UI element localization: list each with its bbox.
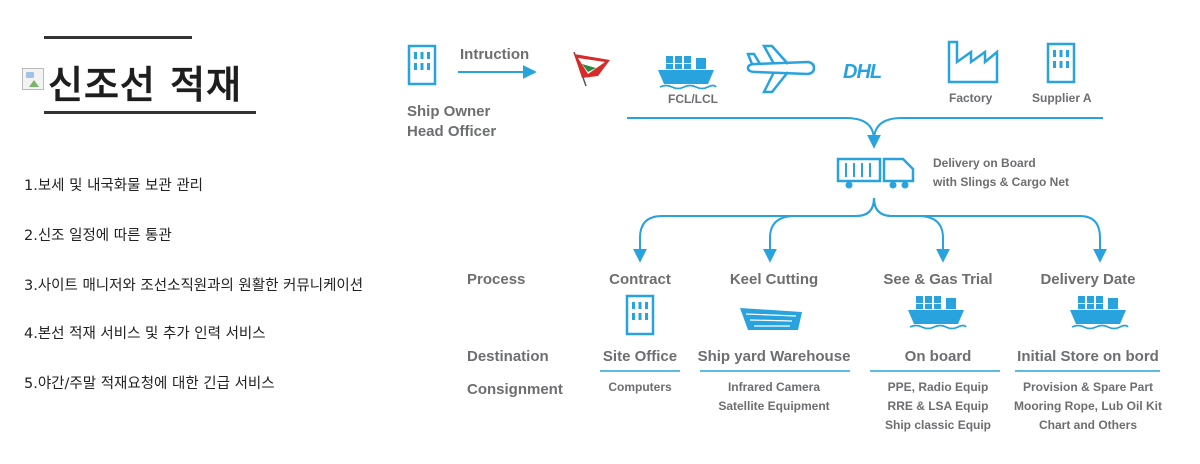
flag-icon <box>573 51 610 87</box>
destination-row-label: Destination <box>467 348 549 365</box>
head-officer-label: Head Officer <box>407 123 496 140</box>
delivery-ship-icon <box>1069 295 1129 330</box>
title-rule-top <box>44 36 192 39</box>
stage-1-consignment-1: Computers <box>608 380 672 394</box>
cargo-ship-icon <box>907 295 967 330</box>
diverge-arrows <box>633 197 1107 263</box>
airplane-icon <box>746 44 816 94</box>
supplier-building-icon <box>1046 42 1076 84</box>
factory-icon <box>947 40 999 84</box>
stage-2-consignment-2: Satellite Equipment <box>718 399 829 413</box>
stage-4-consignment-3: Chart and Others <box>1039 418 1137 432</box>
service-item-1: 1.보세 및 내국화물 보관 관리 <box>24 178 204 194</box>
stage-4-consignment-2: Mooring Rope, Lub Oil Kit <box>1014 399 1162 413</box>
stage-4-process: Delivery Date <box>1040 271 1135 288</box>
converge-brace <box>627 117 1103 141</box>
service-item-2: 2.신조 일정에 따른 통관 <box>24 228 172 244</box>
ship-owner-label: Ship Owner <box>407 103 491 120</box>
page-header: 신조선 적재 <box>20 36 260 116</box>
slings-cargo-net-label: with Slings & Cargo Net <box>932 175 1069 189</box>
stage-4-destination: Initial Store on bord <box>1017 348 1159 365</box>
stage-2-destination: Ship yard Warehouse <box>698 348 851 365</box>
stage-3-consignment-2: RRE & LSA Equip <box>888 399 989 413</box>
broken-image-icon <box>22 68 44 90</box>
process-row-label: Process <box>467 271 525 288</box>
service-item-4: 4.본선 적재 서비스 및 추가 인력 서비스 <box>24 326 266 342</box>
stage-1-destination: Site Office <box>603 348 677 365</box>
service-list: 1.보세 및 내국화물 보관 관리 2.신조 일정에 따른 통관 3.사이트 매… <box>24 176 404 424</box>
fcl-lcl-label: FCL/LCL <box>668 92 718 106</box>
service-item-5: 5.야간/주말 적재요청에 대한 긴급 서비스 <box>24 376 275 392</box>
factory-label: Factory <box>949 91 993 105</box>
supplier-label: Supplier A <box>1032 91 1092 105</box>
stage-2-consignment-1: Infrared Camera <box>728 380 820 394</box>
site-office-building-icon <box>625 294 655 336</box>
title-rule-bottom <box>44 111 256 114</box>
truck-icon <box>836 157 915 189</box>
stage-4-consignment-1: Provision & Spare Part <box>1023 380 1153 394</box>
dhl-logo: DHL <box>843 61 882 83</box>
stage-3-process: See & Gas Trial <box>883 271 992 288</box>
stage-2-process: Keel Cutting <box>730 271 818 288</box>
container-ship-icon <box>657 55 717 90</box>
building-icon <box>407 44 437 86</box>
page-title: 신조선 적재 <box>48 63 243 107</box>
logistics-flow-diagram: Ship Owner Head Officer Intruction FCL/L… <box>407 40 1162 432</box>
stage-3-destination: On board <box>905 348 972 365</box>
stage-1-process: Contract <box>609 271 671 288</box>
instruction-label: Intruction <box>460 46 529 63</box>
stage-3-consignment-3: Ship classic Equip <box>885 418 991 432</box>
consignment-row-label: Consignment <box>467 381 563 398</box>
delivery-on-board-label: Delivery on Board <box>933 156 1036 170</box>
ship-hull-icon <box>740 308 802 330</box>
service-item-3: 3.사이트 매니저와 조선소직원과의 원활한 커뮤니케이션 <box>24 278 364 294</box>
stage-3-consignment-1: PPE, Radio Equip <box>888 380 989 394</box>
